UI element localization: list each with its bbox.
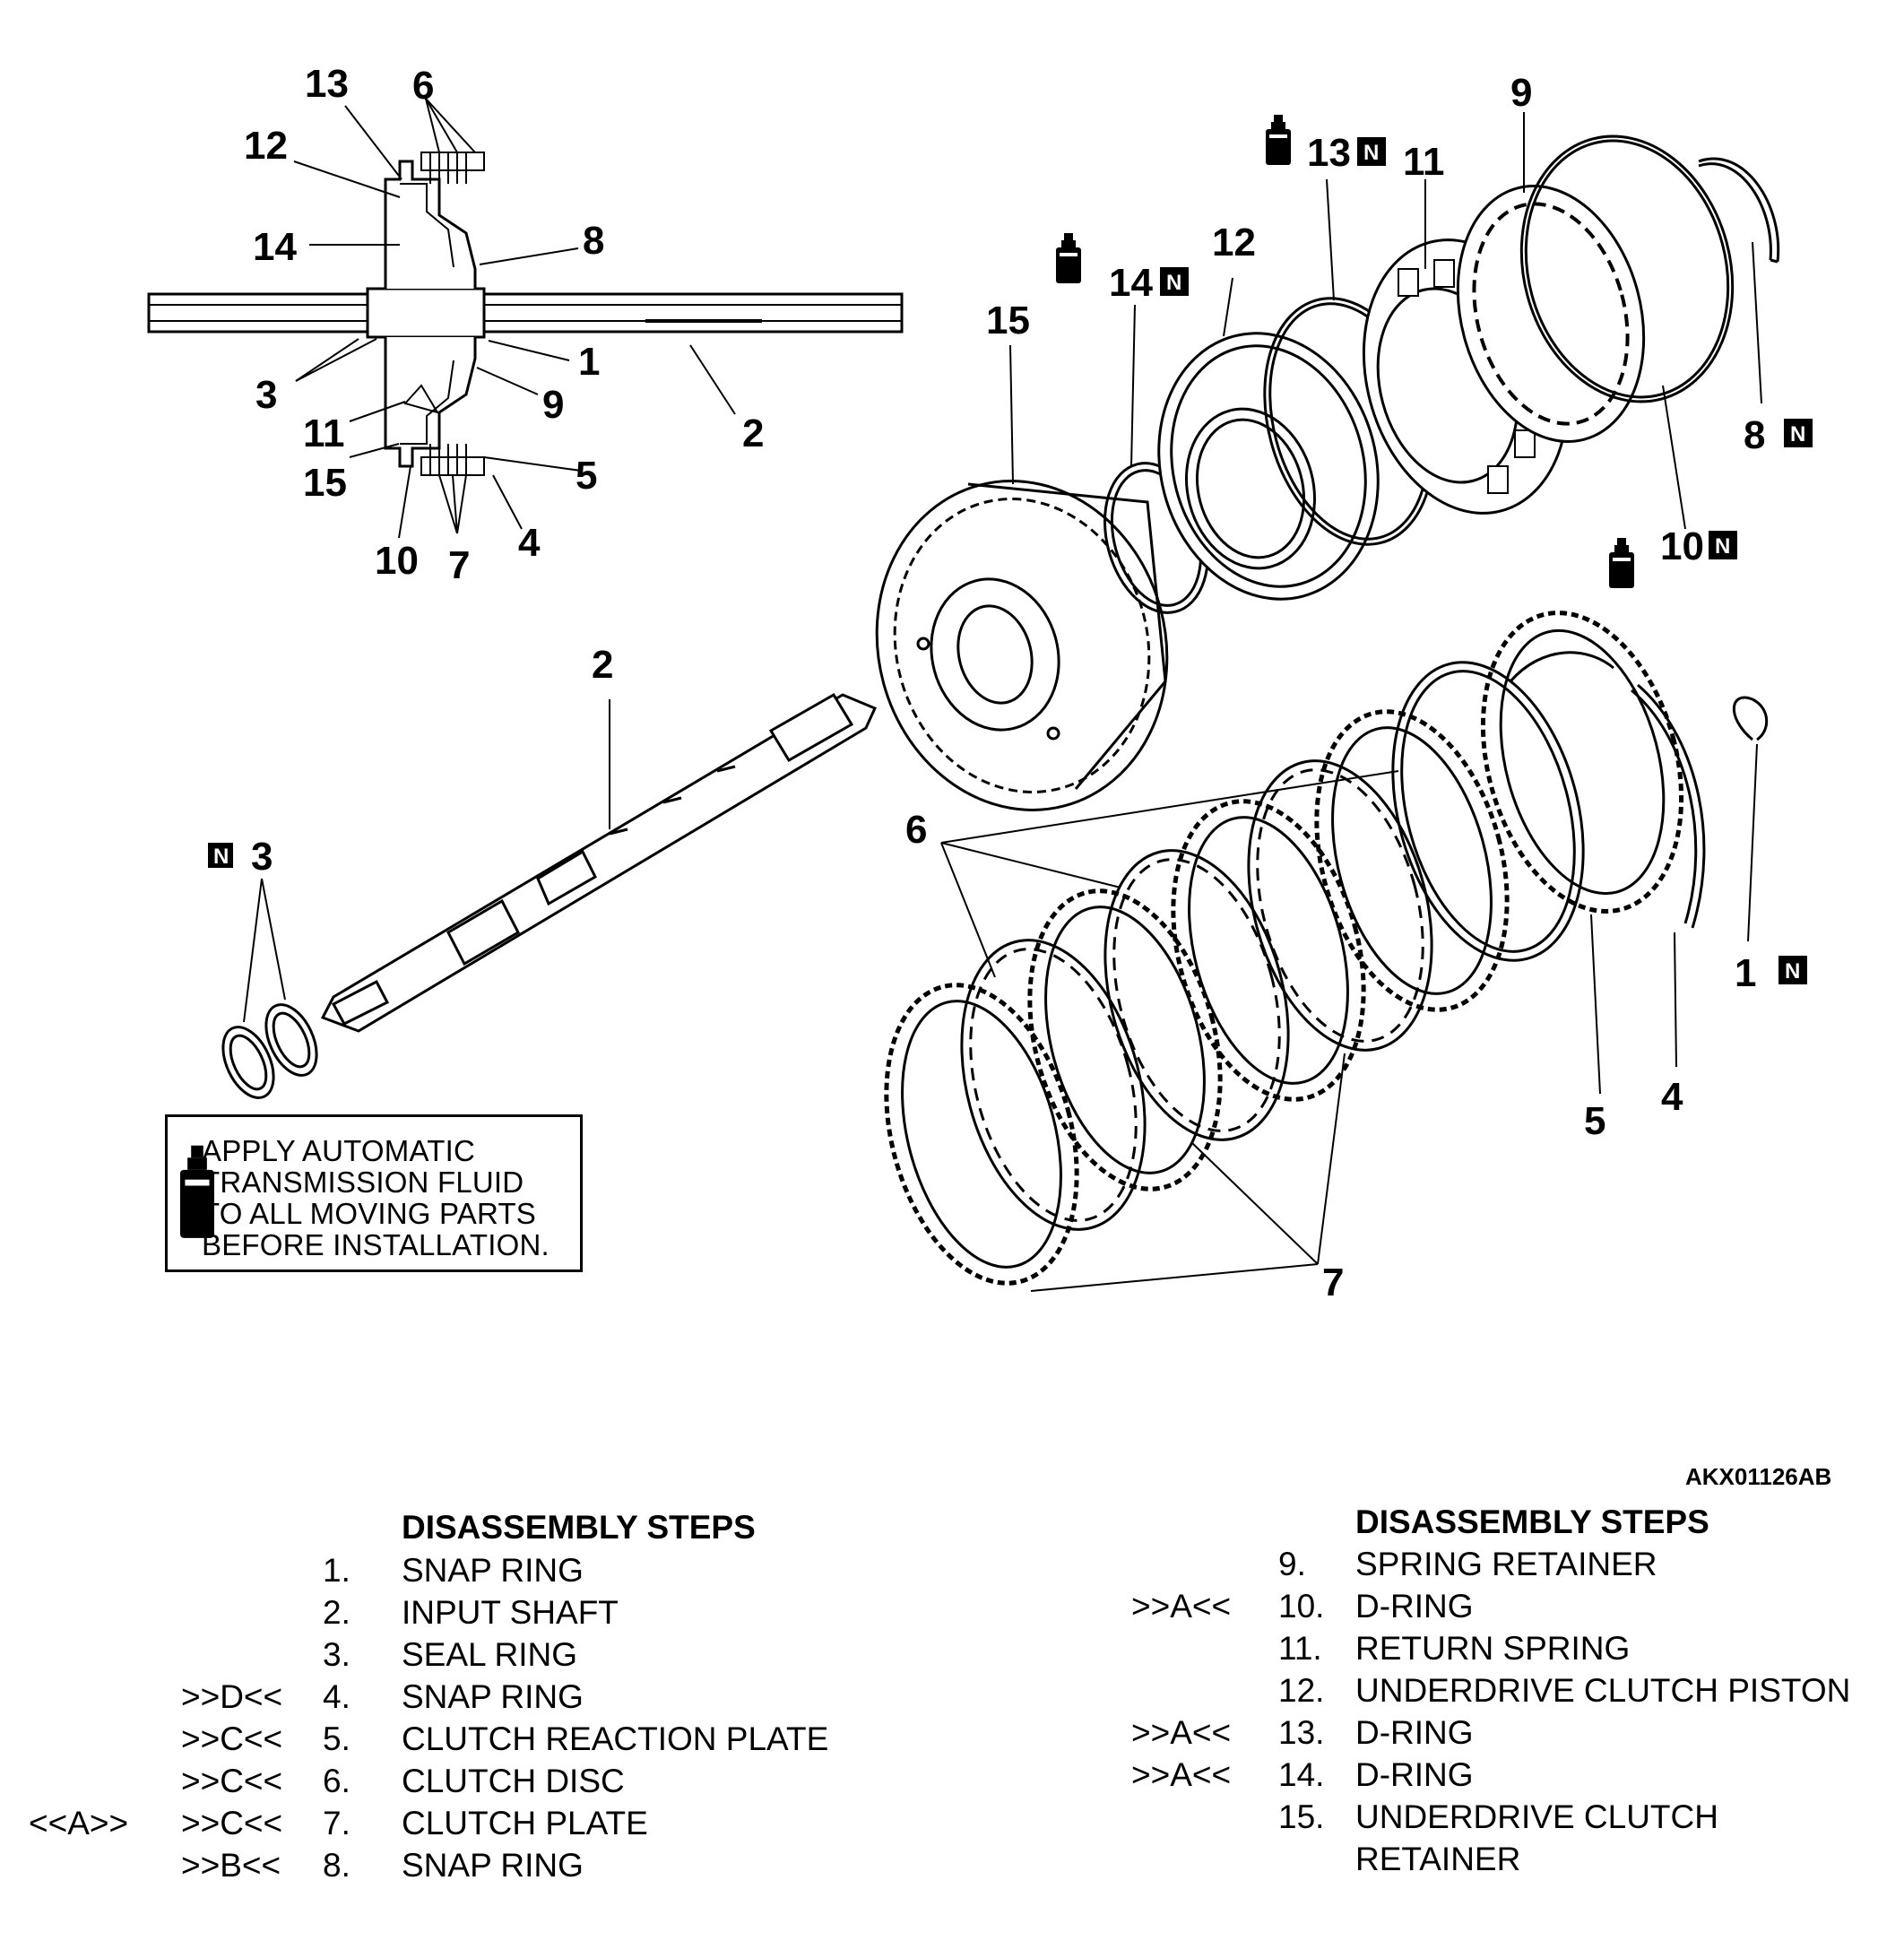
callout-5: 5 [576, 454, 597, 498]
steps-left-row: >>C<< 6. CLUTCH DISC [181, 1763, 625, 1799]
fluid-bottle-icon [1609, 538, 1634, 588]
svg-text:N: N [1790, 422, 1805, 446]
callout-8: 8 [583, 219, 604, 263]
callout-11: 11 [303, 412, 345, 455]
callout-9-exploded: 9 [1510, 71, 1532, 115]
new-part-badge-1 [1779, 956, 1807, 984]
steps-left-row: 3. SEAL RING [323, 1636, 578, 1673]
note-line-4: BEFORE INSTALLATION. [202, 1228, 550, 1261]
figure-code: AKX01126AB [1685, 1463, 1832, 1490]
svg-text:14: 14 [1109, 261, 1153, 305]
callout-11-exploded: 11 [1403, 140, 1445, 184]
callout-5-exploded: 5 [1584, 1099, 1605, 1143]
note-line-1: APPLY AUTOMATIC [202, 1134, 475, 1167]
callout-14: 14 [253, 225, 297, 269]
callout-4-exploded: 4 [1661, 1075, 1683, 1119]
callout-1-exploded: 1 [1735, 951, 1756, 995]
fluid-bottle-icon [1056, 233, 1081, 283]
clutch-pack-callouts: 6 7 5 4 1 N [905, 808, 1807, 1304]
callout-12-exploded: 12 [1212, 221, 1256, 264]
fluid-bottle-icon [1266, 115, 1291, 165]
steps-right-row: >>A<< 14. D-RING [1131, 1756, 1474, 1793]
callout-3: 3 [255, 373, 277, 417]
callout-3-exploded: 3 [251, 835, 273, 879]
steps-right-row: >>A<< 10. D-RING [1131, 1588, 1474, 1625]
callout-10-group: 10 N [1609, 524, 1737, 588]
steps-left-title: DISASSEMBLY STEPS [402, 1509, 756, 1546]
svg-text:N: N [1715, 534, 1730, 559]
svg-text:N: N [1166, 271, 1181, 295]
svg-text:10: 10 [1660, 524, 1704, 568]
piston-12-drawing [1157, 277, 1380, 601]
steps-left-row: >>D<< 4. SNAP RING [181, 1678, 584, 1715]
svg-text:N: N [1363, 141, 1379, 165]
fluid-note-text: APPLY AUTOMATIC TRANSMISSION FLUID TO AL… [202, 1135, 569, 1261]
steps-right-title: DISASSEMBLY STEPS [1355, 1503, 1709, 1540]
callout-2: 2 [742, 412, 764, 455]
cross-section-callouts: 13 6 12 14 8 3 1 2 9 11 15 5 4 10 7 [244, 62, 764, 587]
svg-text:N: N [213, 845, 229, 869]
spring-retainer-9-drawing [1456, 112, 1646, 443]
fluid-bottle-icon [180, 1145, 214, 1238]
svg-text:8: 8 [1744, 413, 1765, 457]
snap-ring-8-drawing [1698, 157, 1780, 404]
steps-left-row: 2. INPUT SHAFT [323, 1594, 619, 1631]
callout-15-exploded: 15 [986, 299, 1030, 342]
callout-4: 4 [518, 521, 541, 565]
callout-15: 15 [303, 461, 347, 505]
note-line-3: TO ALL MOVING PARTS [202, 1197, 537, 1230]
steps-left-row: <<A>> >>C<< 7. CLUTCH PLATE [29, 1805, 648, 1841]
steps-right-row: 9. SPRING RETAINER [1278, 1546, 1657, 1582]
clutch-retainer-drawing [875, 480, 1169, 811]
steps-left-row: 1. SNAP RING [323, 1552, 584, 1589]
cross-section-view [147, 98, 904, 539]
svg-text:N: N [1785, 959, 1800, 983]
new-part-badge-3 [208, 843, 233, 868]
callout-13-group: 13 N [1266, 115, 1386, 175]
note-line-2: TRANSMISSION FLUID [202, 1165, 524, 1199]
steps-right-row: >>A<< 13. D-RING [1131, 1714, 1474, 1751]
exploded-view-diagram: 13 6 12 14 8 3 1 2 9 11 15 5 4 10 7 2 N [147, 62, 1813, 1304]
callout-6: 6 [412, 64, 434, 108]
steps-left-row: >>C<< 5. CLUTCH REACTION PLATE [181, 1720, 829, 1757]
clutch-pack-drawing [884, 611, 1769, 1292]
callout-6-exploded: 6 [905, 808, 927, 852]
callout-9: 9 [542, 383, 564, 427]
steps-left-row: >>B<< 8. SNAP RING [181, 1847, 584, 1884]
callout-14-group: 14 N [1056, 233, 1189, 305]
steps-right-row: 15. UNDERDRIVE CLUTCH [1278, 1798, 1718, 1835]
callout-1: 1 [578, 340, 600, 384]
callout-7-exploded: 7 [1322, 1261, 1344, 1304]
callout-13: 13 [305, 62, 349, 106]
d-ring-10-drawing [1519, 134, 1735, 530]
callout-2-exploded: 2 [592, 643, 613, 687]
shaft-callouts: 2 N 3 [208, 643, 613, 879]
callout-10: 10 [375, 539, 419, 583]
steps-right-row: 11. RETURN SPRING [1278, 1630, 1631, 1667]
callout-12: 12 [244, 124, 288, 168]
svg-text:13: 13 [1307, 131, 1351, 175]
fluid-note-box: APPLY AUTOMATIC TRANSMISSION FLUID TO AL… [165, 1114, 583, 1272]
callout-7: 7 [448, 543, 470, 587]
input-shaft-drawing [221, 692, 878, 1099]
steps-right-row: RETAINER [1355, 1841, 1521, 1877]
steps-right-row: 12. UNDERDRIVE CLUTCH PISTON [1278, 1672, 1851, 1709]
callout-8-group: 8 N [1744, 413, 1813, 457]
